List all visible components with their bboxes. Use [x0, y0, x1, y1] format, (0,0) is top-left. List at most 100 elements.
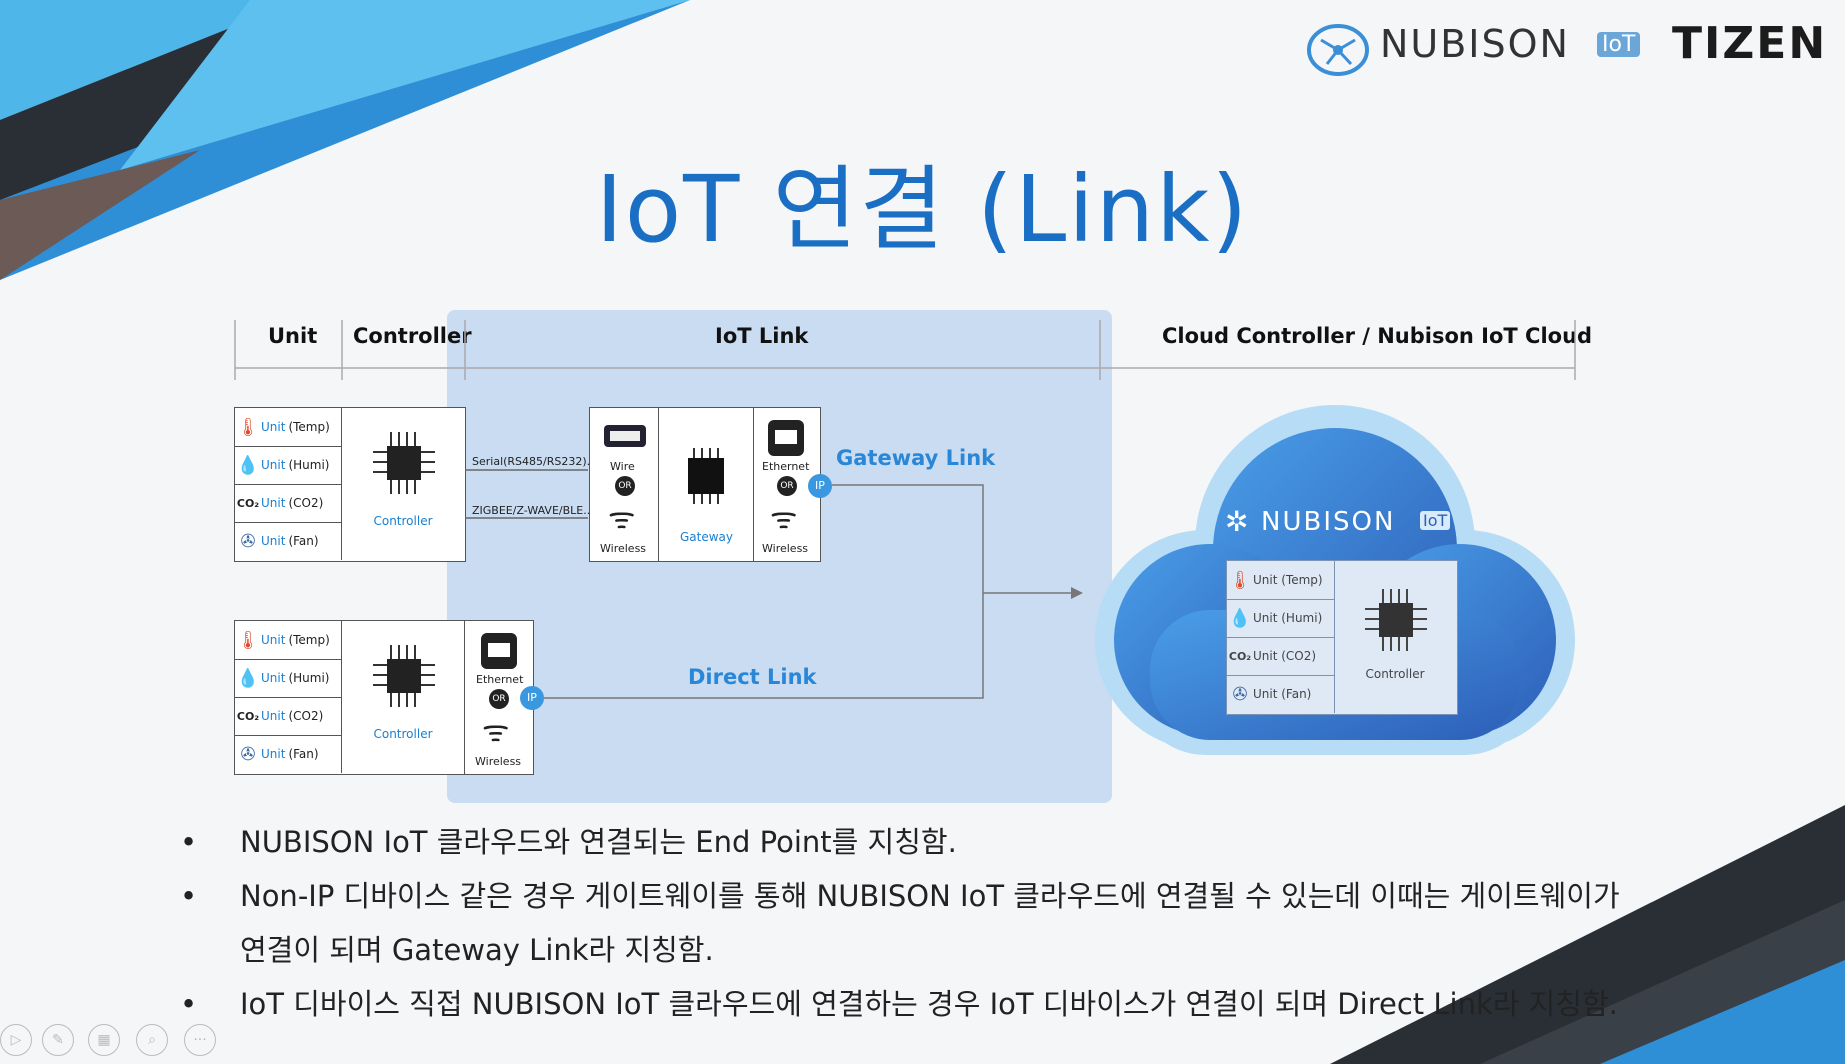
chip-icon — [688, 448, 724, 504]
ethernet-port-icon — [481, 633, 517, 669]
cloud-unit-row-fan: ✇ Unit (Fan) — [1227, 675, 1335, 713]
unit-kind: (CO2) — [288, 709, 324, 723]
pen-icon[interactable]: ✎ — [42, 1024, 74, 1056]
unit-word: Unit — [261, 633, 286, 647]
unit-kind: (Humi) — [288, 671, 330, 685]
unit-row-fan: ✇ Unit(Fan) — [235, 735, 342, 773]
unit-label: Unit (CO2) — [1253, 649, 1317, 663]
ethernet-label: Ethernet — [476, 673, 524, 686]
cloud-unit-row-humi: 💧Unit (Humi) — [1227, 599, 1335, 638]
bullet-item: Non-IP 디바이스 같은 경우 게이트웨이를 통해 NUBISON IoT … — [180, 869, 1620, 977]
play-icon[interactable]: ▷ — [0, 1024, 32, 1056]
tizen-logo: TIZEN — [1672, 18, 1828, 69]
gateway-cell — [658, 408, 754, 561]
unit-row-temp: 🌡Unit(Temp) — [235, 408, 342, 447]
unit-kind: (Temp) — [288, 633, 330, 647]
unit-kind: (CO2) — [288, 496, 324, 510]
fan-icon: ✇ — [240, 743, 256, 765]
thermometer-icon: 🌡 — [1228, 569, 1252, 591]
unit-word: Unit — [261, 747, 286, 761]
header-unit: Unit — [268, 324, 318, 348]
wireless-label: Wireless — [762, 542, 809, 555]
bullet-item: IoT 디바이스 직접 NUBISON IoT 클라우드에 연결하는 경우 Io… — [180, 977, 1620, 1031]
gateway-box: Wire OR ᯤ Wireless Gateway Ethernet OR ᯤ… — [589, 407, 821, 562]
fan-icon: ✇ — [240, 530, 256, 552]
thermometer-icon: 🌡 — [236, 416, 260, 438]
unit-row-humi: 💧Unit(Humi) — [235, 446, 342, 485]
nubison-iot-badge: IoT — [1597, 32, 1641, 57]
unit-label: Unit (Humi) — [1253, 611, 1323, 625]
thermometer-icon: 🌡 — [236, 629, 260, 651]
zigbee-text: ZIGBEE/Z-WAVE/BLE... — [472, 504, 594, 517]
serial-port-icon — [604, 425, 646, 447]
ethernet-port-icon — [768, 420, 804, 456]
unit-kind: (Fan) — [288, 747, 319, 761]
cloud-iot-badge: IoT — [1420, 511, 1451, 530]
page-title: IoT 연결 (Link) — [595, 156, 1250, 263]
more-icon[interactable]: ··· — [184, 1024, 216, 1056]
header-iot-link: IoT Link — [715, 324, 809, 348]
gateway-label: Gateway — [680, 530, 734, 544]
cloud-logo-text: NUBISON — [1261, 507, 1396, 537]
chip-icon — [373, 432, 435, 494]
unit-word: Unit — [261, 420, 286, 434]
wireless-label: Wireless — [475, 755, 522, 768]
chip-icon — [373, 645, 435, 707]
controller-label: Controller — [373, 727, 433, 741]
slides-icon[interactable]: ▦ — [88, 1024, 120, 1056]
unit-row-humi: 💧Unit(Humi) — [235, 659, 342, 698]
antenna-icon: ᯤ — [608, 501, 636, 536]
co2-icon: CO₂ — [236, 709, 260, 723]
unit-kind: (Humi) — [288, 458, 330, 472]
unit-kind: (Temp) — [288, 420, 330, 434]
unit-row-temp: 🌡Unit(Temp) — [235, 621, 342, 660]
nubison-logo: NUBISON IoT — [1305, 18, 1645, 78]
zoom-icon[interactable]: ⌕ — [136, 1024, 168, 1056]
or-badge: OR — [489, 689, 509, 709]
ip-badge: IP — [520, 686, 544, 710]
nubison-cloud-icon — [1307, 24, 1369, 76]
chip-icon — [1365, 589, 1427, 651]
antenna-icon: ᯤ — [482, 714, 510, 749]
antenna-icon: ᯤ — [770, 501, 798, 536]
unit-row-fan: ✇ Unit(Fan) — [235, 522, 342, 560]
unit-word: Unit — [261, 534, 286, 548]
serial-text: Serial(RS485/RS232)... — [472, 455, 598, 468]
co2-icon: CO₂ — [236, 496, 260, 510]
unit-word: Unit — [261, 458, 286, 472]
header-controller: Controller — [353, 324, 472, 348]
wire-label: Wire — [610, 460, 635, 473]
co2-icon: CO₂ — [1228, 649, 1252, 663]
unit-word: Unit — [261, 671, 286, 685]
cloud-unit-row-temp: 🌡Unit (Temp) — [1227, 561, 1335, 600]
or-badge: OR — [615, 476, 635, 496]
header-cloud: Cloud Controller / Nubison IoT Cloud — [1162, 324, 1593, 348]
controller-label: Controller — [373, 514, 433, 528]
controller-label: Controller — [1365, 667, 1425, 681]
direct-link-label: Direct Link — [688, 665, 817, 689]
ethernet-label: Ethernet — [762, 460, 810, 473]
fan-icon: ✇ — [1232, 683, 1248, 705]
unit-label: Unit (Temp) — [1253, 573, 1323, 587]
ip-badge: IP — [808, 474, 832, 498]
unit-word: Unit — [261, 709, 286, 723]
gateway-link-label: Gateway Link — [836, 446, 996, 470]
unit-label: Unit (Fan) — [1253, 687, 1312, 701]
nubison-cloud-icon: ✲ — [1225, 505, 1249, 538]
nubison-logo-text: NUBISON — [1380, 22, 1570, 66]
water-drop-icon: 💧 — [236, 454, 260, 476]
wireless-label: Wireless — [600, 542, 647, 555]
or-badge: OR — [777, 476, 797, 496]
unit-kind: (Fan) — [288, 534, 319, 548]
bullet-list: NUBISON IoT 클라우드와 연결되는 End Point를 지칭함. N… — [180, 815, 1620, 1031]
